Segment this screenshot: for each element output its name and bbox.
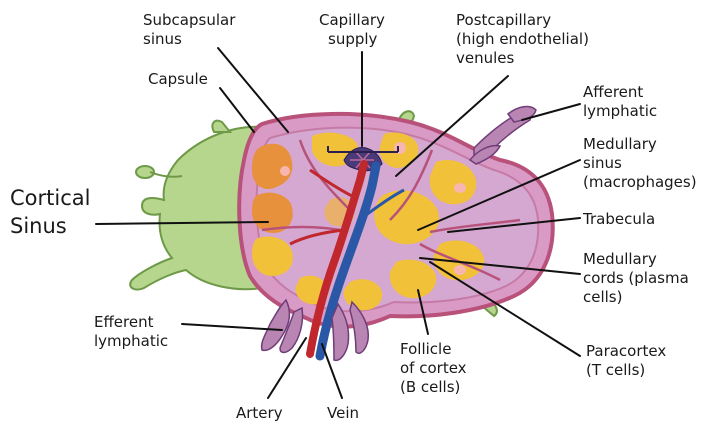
afferent-lymphatic-vessel — [470, 107, 536, 164]
leader-subcapsular-sinus — [218, 48, 288, 132]
label-trabecula: Trabecula — [582, 210, 655, 228]
label-subcapsular-sinus: Subcapsular sinus — [143, 11, 240, 48]
leader-efferent-lymphatic — [182, 324, 282, 330]
label-paracortex: Paracortex (T cells) — [586, 342, 671, 379]
label-capillary-supply: Capillary supply — [319, 11, 390, 48]
label-cortical-sinus: Cortical Sinus — [10, 186, 97, 238]
label-efferent-lymphatic: Efferent lymphatic — [94, 313, 168, 350]
label-vein: Vein — [327, 404, 359, 422]
label-medullary-sinus: Medullary sinus (macrophages) — [583, 135, 697, 191]
label-postcapillary: Postcapillary (high endothelial) venules — [456, 11, 594, 67]
label-medullary-cords: Medullary cords (plasma cells) — [583, 250, 694, 306]
label-follicle: Follicle of cortex (B cells) — [400, 340, 471, 396]
label-capsule: Capsule — [148, 70, 208, 88]
label-artery: Artery — [236, 404, 283, 422]
label-afferent-lymphatic: Afferent lymphatic — [583, 83, 657, 120]
